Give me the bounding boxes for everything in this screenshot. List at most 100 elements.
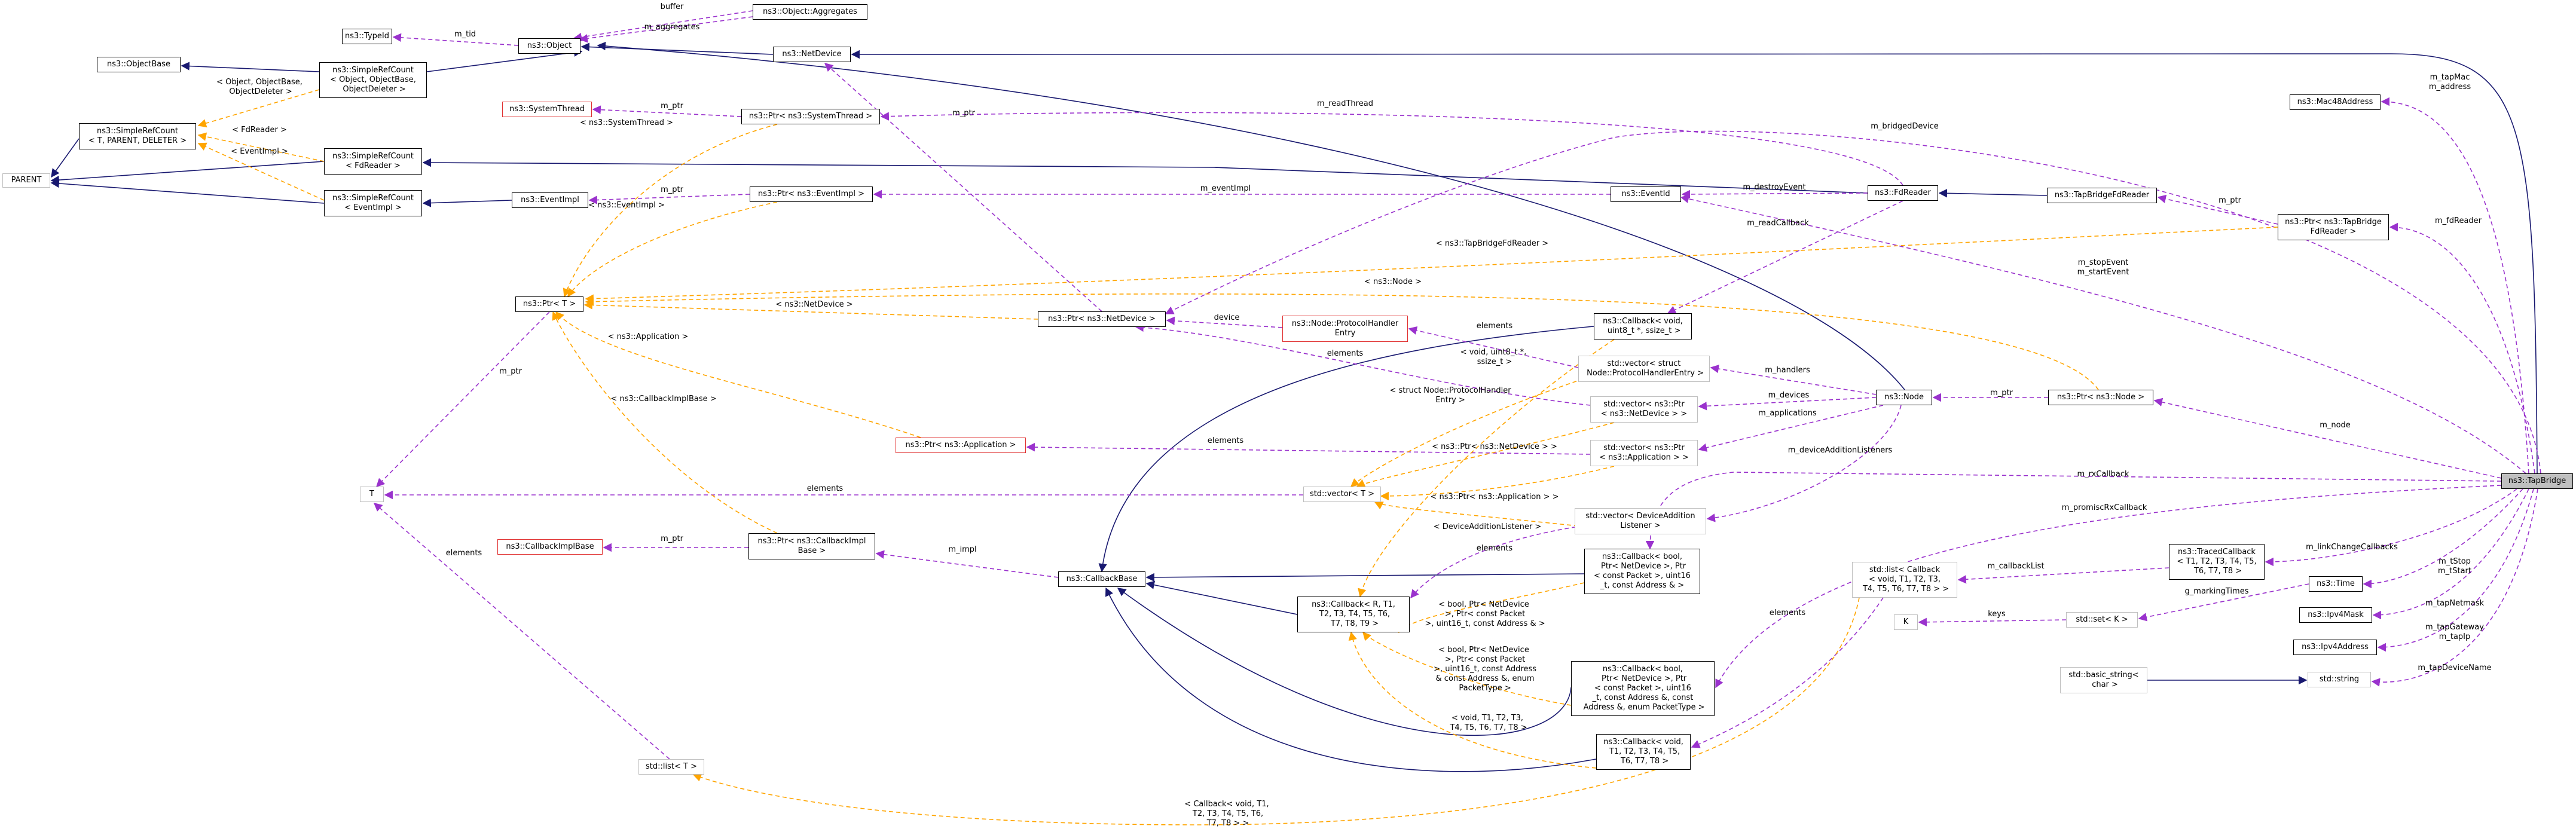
edge-label-m-tapnetmask: m_tapNetmask (2425, 599, 2485, 608)
simplerefcount-eventimpl-node[interactable]: ns3::SimpleRefCount < EventImpl > (324, 190, 422, 216)
edge-label-tpl-devaddlistener: < DeviceAdditionListener > (1433, 522, 1542, 531)
edge-label-m-eventimpl: m_eventImpl (1200, 184, 1251, 193)
edge-m-bridgeddevice (1165, 130, 2541, 474)
callback-void-t8-node[interactable]: ns3::Callback< void, T1, T2, T3, T4, T5,… (1596, 734, 1691, 770)
systemthread-node[interactable]: ns3::SystemThread (502, 102, 592, 117)
edge-label-m-ptr-netdev: m_ptr (952, 109, 975, 118)
edge-label-buffer: buffer (660, 2, 684, 11)
edge-label-m-ptr-cib: m_ptr (661, 534, 683, 543)
edge-label-elements-dal: elements (1476, 544, 1513, 553)
ipv4mask-node[interactable]: ns3::Ipv4Mask (2299, 607, 2372, 623)
vector-ptr-application-node[interactable]: std::vector< ns3::Ptr < ns3::Application… (1590, 440, 1698, 466)
edge-label-m-fdreader: m_fdReader (2435, 216, 2482, 225)
callback-bool-b-node[interactable]: ns3::Callback< bool, Ptr< NetDevice >, P… (1571, 661, 1715, 716)
vector-ptr-netdevice-node[interactable]: std::vector< ns3::Ptr < ns3::NetDevice >… (1590, 396, 1698, 423)
simplerefcount-generic-node[interactable]: ns3::SimpleRefCount < T, PARENT, DELETER… (79, 123, 196, 149)
edge-m-deviceadditionlisteners (1706, 405, 1902, 522)
list-t-node[interactable]: std::list< T > (638, 759, 704, 775)
eventid-node[interactable]: ns3::EventId (1611, 186, 1681, 202)
edge-elements-nd (1135, 323, 1591, 406)
edge-label-m-readcallback: m_readCallback (1747, 219, 1809, 228)
callbackbase-node[interactable]: ns3::CallbackBase (1058, 571, 1145, 587)
k-node[interactable]: K (1894, 614, 1918, 630)
edge-label-tpl-eventimpl2: < ns3::EventImpl > (588, 201, 665, 210)
tapbridge-fdreader-node[interactable]: ns3::TapBridgeFdReader (2047, 188, 2157, 203)
edge-label-tpl-tapbridgefdreader: < ns3::TapBridgeFdReader > (1435, 239, 1549, 248)
fdreader-node[interactable]: ns3::FdReader (1868, 185, 1938, 201)
ptr-node-node[interactable]: ns3::Ptr< ns3::Node > (2048, 390, 2153, 405)
vector-protocolhandler-node[interactable]: std::vector< struct Node::ProtocolHandle… (1578, 356, 1710, 382)
edge-m-ptr-eventimpl (588, 194, 750, 204)
simplerefcount-object-node[interactable]: ns3::SimpleRefCount < Object, ObjectBase… (319, 62, 427, 98)
edge-fdreader-to-srcfd (422, 158, 1868, 194)
edge-m-linkchangecallbacks (2265, 488, 2517, 567)
ptr-netdevice-node[interactable]: ns3::Ptr< ns3::NetDevice > (1038, 311, 1166, 327)
edge-netdevice-to-object (580, 42, 774, 55)
objectbase-node[interactable]: ns3::ObjectBase (97, 57, 181, 72)
edge-tpl-void-uint8 (1358, 339, 1615, 598)
edge-callbackr-to-callbackbase (1145, 580, 1298, 615)
ptr-eventimpl-node[interactable]: ns3::Ptr< ns3::EventImpl > (750, 186, 873, 202)
edge-m-fdreader (2389, 222, 2535, 474)
simplerefcount-fdreader-node[interactable]: ns3::SimpleRefCount < FdReader > (324, 148, 422, 175)
edge-label-tpl-void-t8: < void, T1, T2, T3, T4, T5, T6, T7, T8 > (1450, 714, 1527, 732)
node-node[interactable]: ns3::Node (1876, 390, 1932, 405)
edge-srcgeneric-to-parent (51, 138, 80, 178)
edge-label-tpl-callbackimplbase: < ns3::CallbackImplBase > (610, 394, 717, 403)
edge-m-impl (875, 550, 1059, 578)
basic-string-node[interactable]: std::basic_string< char > (2060, 667, 2147, 693)
edge-label-m-node: m_node (2320, 421, 2351, 430)
edge-cbboolb-to-callbackbase (1117, 588, 1572, 736)
ptr-t-node[interactable]: ns3::Ptr< T > (515, 296, 583, 312)
edge-label-m-tapmac: m_tapMac m_address (2428, 73, 2471, 91)
ptr-application-node[interactable]: ns3::Ptr< ns3::Application > (896, 438, 1026, 453)
edge-tapfd-to-fdreader (1938, 189, 2048, 198)
vector-t-node[interactable]: std::vector< T > (1303, 487, 1381, 502)
netdevice-node[interactable]: ns3::NetDevice (773, 47, 851, 62)
edge-srcfd-to-parent (50, 161, 325, 185)
object-aggregates-node[interactable]: ns3::Object::Aggregates (753, 4, 867, 20)
edge-label-m-callbacklist: m_callbackList (1987, 562, 2045, 571)
edge-label-keys: keys (1988, 610, 2006, 619)
ptr-systemthread-node[interactable]: ns3::Ptr< ns3::SystemThread > (741, 109, 880, 124)
callback-bool-a-node[interactable]: ns3::Callback< bool, Ptr< NetDevice >, P… (1584, 549, 1700, 594)
edge-label-tpl-eventimpl: < EventImpl > (231, 147, 288, 156)
edge-label-tpl-netdevice: < ns3::NetDevice > (775, 300, 853, 309)
set-k-node[interactable]: std::set< K > (2066, 612, 2138, 628)
parent-node[interactable]: PARENT (2, 173, 50, 188)
typeid-node[interactable]: ns3::TypeId (342, 29, 392, 44)
edge-m-readcallback (1667, 200, 1903, 314)
callback-void-uint8-node[interactable]: ns3::Callback< void, uint8_t *, ssize_t … (1594, 313, 1692, 339)
ipv4address-node[interactable]: ns3::Ipv4Address (2293, 640, 2377, 655)
edge-label-m-stopevent: m_stopEvent m_startEvent (2077, 258, 2129, 277)
tracedcallback-node[interactable]: ns3::TracedCallback < T1, T2, T3, T4, T5… (2169, 544, 2265, 580)
edge-m-promiscrxcallback (1715, 485, 2502, 689)
edge-label-tpl-application: < ns3::Application > (607, 332, 689, 341)
time-node[interactable]: ns3::Time (2309, 576, 2363, 592)
callbackimplbase-node[interactable]: ns3::CallbackImplBase (497, 539, 603, 555)
object-node[interactable]: ns3::Object (518, 38, 580, 54)
edge-label-tpl-node: < ns3::Node > (1364, 277, 1422, 286)
ptr-callbackimplbase-node[interactable]: ns3::Ptr< ns3::CallbackImpl Base > (748, 533, 875, 559)
edge-cbboola-to-callbackbase (1145, 573, 1585, 582)
edge-keys (1918, 617, 2067, 626)
mac48address-node[interactable]: ns3::Mac48Address (2290, 94, 2381, 110)
edge-label-g-markingtimes: g_markingTimes (2184, 587, 2249, 596)
ptr-tapbridge-fdreader-node[interactable]: ns3::Ptr< ns3::TapBridge FdReader > (2278, 214, 2389, 240)
edge-label-m-ptr-systhread: m_ptr (661, 102, 683, 111)
callback-r-node[interactable]: ns3::Callback< R, T1, T2, T3, T4, T5, T6… (1297, 597, 1410, 632)
edge-tpl-tapbridgefdreader (585, 227, 2278, 303)
protocolhandler-entry-node[interactable]: ns3::Node::ProtocolHandler Entry (1282, 316, 1408, 342)
list-callback-node[interactable]: std::list< Callback < void, T1, T2, T3, … (1852, 562, 1957, 598)
eventimpl-node[interactable]: ns3::EventImpl (512, 192, 588, 208)
edge-cbvoidt8-to-callbackbase (1105, 587, 1597, 772)
edge-tpl-callbackimplbase (552, 311, 778, 534)
edge-tpl-eventimpl (197, 142, 325, 201)
edge-label-device: device (1214, 313, 1240, 322)
tapbridge-node[interactable]: ns3::TapBridge (2501, 473, 2573, 489)
t-node[interactable]: T (360, 487, 384, 502)
vector-deviceaddition-node[interactable]: std::vector< DeviceAddition Listener > (1575, 508, 1706, 534)
std-string-node[interactable]: std::string (2308, 672, 2371, 687)
edge-label-m-applications: m_applications (1758, 409, 1817, 418)
